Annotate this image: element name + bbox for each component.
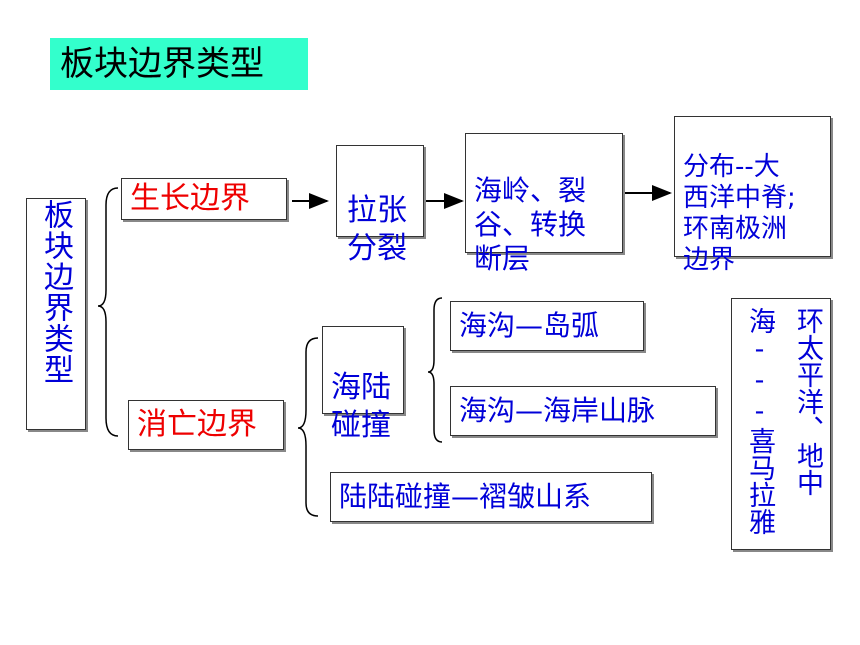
page-title: 板块边界类型 (50, 38, 308, 90)
continent-continent-box: 陆陆碰撞—褶皱山系 (330, 472, 652, 522)
root-label: 板块边界类型 (38, 199, 73, 385)
ridge-rift-box: 海岭、裂 谷、转换 断层 (465, 133, 623, 275)
destructive-distribution-box: 环太平洋、地中 海---喜马拉雅 (731, 298, 831, 550)
growth-boundary-box: 生长边界 (121, 178, 287, 220)
destructive-brace (297, 337, 319, 517)
ocean-continent-label: 海陆 碰撞 (331, 370, 391, 443)
trench-arc-label: 海沟—岛弧 (459, 309, 600, 342)
growth-boundary-label: 生长边界 (130, 181, 250, 216)
main-brace (97, 187, 119, 437)
root-box: 板块边界类型 (26, 198, 86, 430)
ridge-rift-label: 海岭、裂 谷、转换 断层 (474, 174, 587, 275)
continent-continent-label: 陆陆碰撞—褶皱山系 (339, 480, 592, 513)
trench-mountain-box: 海沟—海岸山脉 (450, 386, 716, 436)
stretch-split-label: 拉张 分裂 (347, 193, 407, 266)
ocean-continent-box: 海陆 碰撞 (322, 326, 404, 443)
growth-distribution-box: 分布--大 西洋中脊; 环南极洲 边界 (674, 116, 831, 275)
stretch-split-box: 拉张 分裂 (336, 145, 424, 266)
ocean-continent-brace (427, 297, 443, 443)
destructive-boundary-label: 消亡边界 (137, 407, 257, 442)
destructive-distribution-col1: 环太平洋、地中 (792, 307, 823, 496)
destructive-distribution-col2: 海---喜马拉雅 (744, 307, 775, 535)
trench-arc-box: 海沟—岛弧 (450, 301, 644, 351)
growth-distribution-label: 分布--大 西洋中脊; 环南极洲 边界 (683, 152, 796, 275)
trench-mountain-label: 海沟—海岸山脉 (459, 394, 656, 427)
destructive-boundary-box: 消亡边界 (128, 400, 284, 450)
